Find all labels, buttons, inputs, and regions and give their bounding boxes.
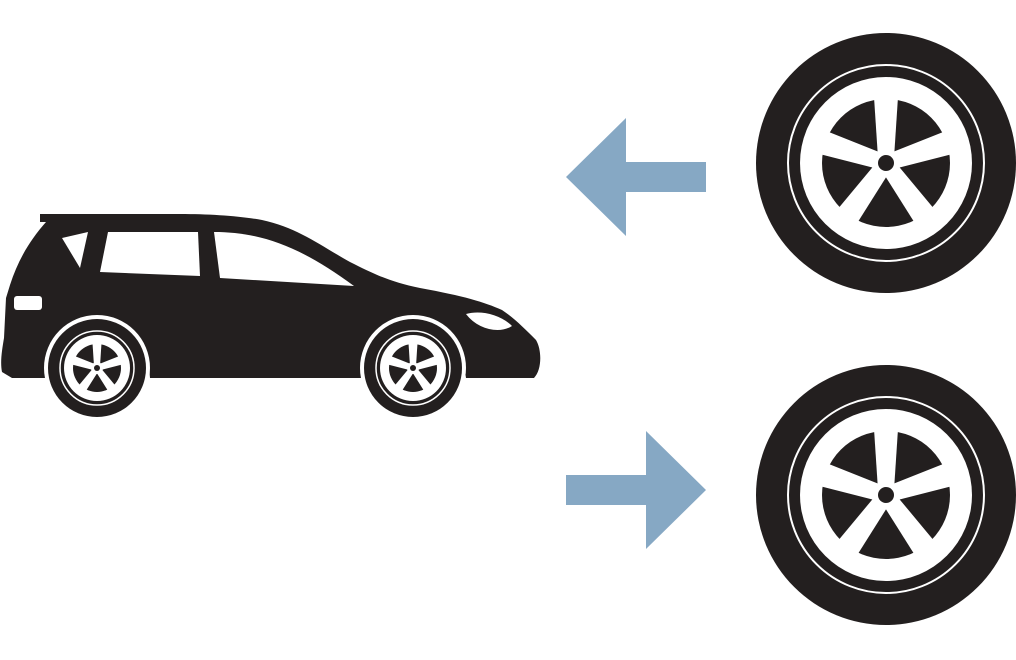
car-front-wheel bbox=[360, 315, 466, 421]
arrow-right-icon bbox=[566, 431, 706, 549]
hatchback-car-icon bbox=[1, 214, 541, 421]
tire-wheel-icon-top bbox=[756, 33, 1016, 293]
tire-wheel-icon-bottom bbox=[756, 365, 1016, 625]
arrow-left-icon bbox=[566, 118, 706, 236]
car-rear-wheel bbox=[44, 315, 150, 421]
